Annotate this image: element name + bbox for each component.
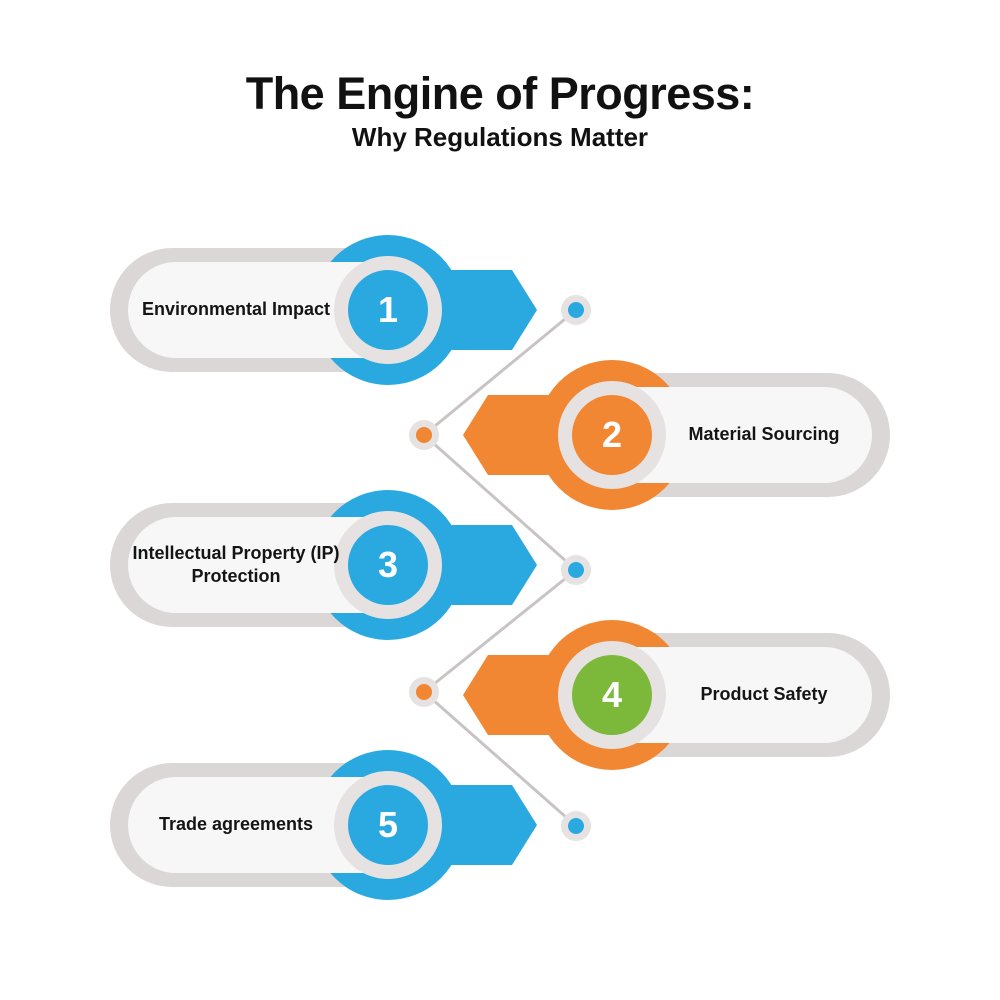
step-4-label: Product Safety xyxy=(700,684,828,705)
step-5-label: Trade agreements xyxy=(158,814,314,835)
step-2-number-badge: 2 xyxy=(572,395,652,475)
step-1-number-badge: 1 xyxy=(348,270,428,350)
step-2-connector-dot xyxy=(409,420,439,450)
step-3-connector-dot xyxy=(561,555,591,585)
step-2-label: Material Sourcing xyxy=(688,424,840,445)
step-5-connector-dot xyxy=(561,811,591,841)
connector-dots xyxy=(409,295,591,841)
step-5-number-badge: 5 xyxy=(348,785,428,865)
step-1-label: Environmental Impact xyxy=(141,299,331,320)
step-4-number-badge: 4 xyxy=(572,655,652,735)
page-subtitle: Why Regulations Matter xyxy=(351,122,649,152)
step-1-connector-dot xyxy=(561,295,591,325)
page-title: The Engine of Progress: xyxy=(245,68,755,119)
step-3-label: Intellectual Property (IP) Protection xyxy=(132,542,340,586)
step-3-number-badge: 3 xyxy=(348,525,428,605)
step-4-connector-dot xyxy=(409,677,439,707)
